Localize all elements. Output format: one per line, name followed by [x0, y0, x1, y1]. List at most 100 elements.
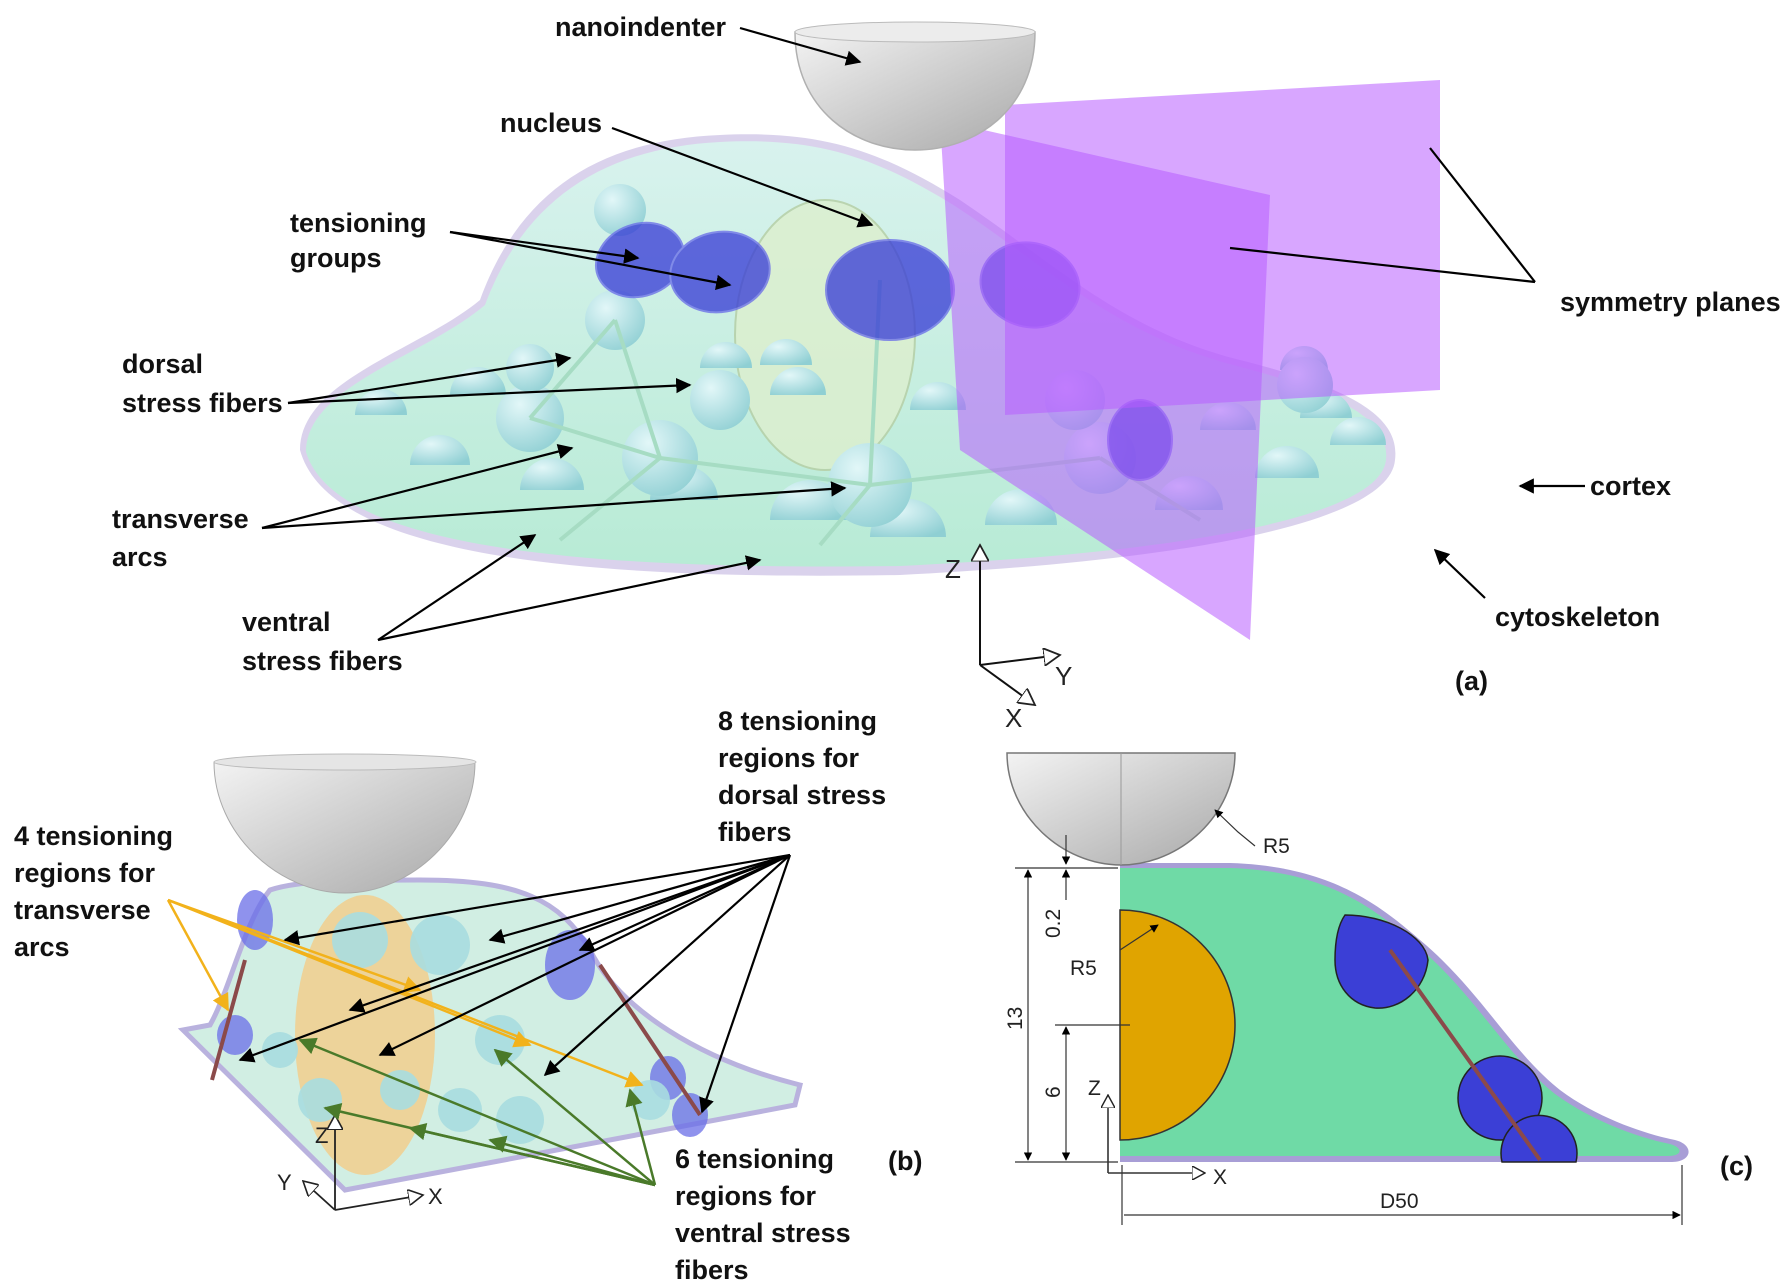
- cap: [910, 382, 966, 410]
- fiber: [659, 456, 871, 487]
- nanoindenter-c: [1006, 752, 1236, 866]
- leader: [449, 230, 732, 290]
- panel-a: Z Y X nanoindenter nucleus tensioning gr…: [112, 12, 1781, 733]
- y-axis: [979, 655, 1060, 666]
- arrow: [543, 854, 791, 1077]
- label-transverse-line2: arcs: [112, 542, 168, 572]
- arrow: [238, 853, 791, 1063]
- dim-diameter: D50: [1380, 1190, 1419, 1213]
- x-axis: [334, 1195, 423, 1211]
- axis-y-label: Y: [1055, 661, 1072, 691]
- axis-y-label-b: Y: [277, 1170, 292, 1195]
- nanoindenter-top: [794, 21, 1036, 43]
- axis-x-label-b: X: [428, 1184, 443, 1209]
- nanoindenter-top: [213, 753, 477, 771]
- leader: [287, 377, 692, 405]
- cap: [1255, 446, 1319, 478]
- fiber: [529, 416, 661, 460]
- arrow: [408, 1123, 656, 1187]
- note-transverse-line3: transverse: [14, 895, 151, 925]
- arrow: [488, 1135, 656, 1187]
- dim-height: 13: [1004, 1007, 1027, 1030]
- arrow: [699, 854, 792, 1114]
- fiber: [613, 319, 662, 459]
- tension-disc: [545, 930, 595, 1000]
- label-nucleus: nucleus: [500, 108, 602, 138]
- axis-x-label: X: [1005, 703, 1022, 733]
- tension-disc: [825, 239, 955, 341]
- label-transverse-line1: transverse: [112, 504, 249, 534]
- cap: [520, 458, 584, 490]
- fiber: [558, 456, 662, 542]
- axis-z-label-b: Z: [315, 1123, 328, 1148]
- arrow: [378, 854, 791, 1056]
- caps-b: [262, 912, 670, 1144]
- dim-r5-indenter: R5: [1263, 835, 1290, 858]
- tension-disc: [672, 1093, 708, 1137]
- stress-fibers: [528, 279, 1202, 547]
- note-ventral-line4: fibers: [675, 1255, 749, 1285]
- fibers-b: [210, 959, 702, 1117]
- arrow: [578, 853, 791, 952]
- nanoindenter-body: [794, 31, 1036, 151]
- dimensions: [1015, 809, 1683, 1225]
- fiber-c: [1388, 948, 1542, 1162]
- label-nanoindenter: nanoindenter: [555, 12, 726, 42]
- arrows-ventral: [298, 1037, 657, 1187]
- dim-gap: 0.2: [1042, 909, 1065, 938]
- arrow: [493, 1048, 656, 1186]
- note-dorsal-line4: fibers: [718, 817, 792, 847]
- fiber: [528, 318, 617, 420]
- x-axis: [979, 664, 1035, 705]
- tension-disc: [669, 230, 771, 314]
- fiber: [210, 959, 247, 1081]
- note-dorsal-line2: regions for: [718, 743, 860, 773]
- label-dorsal-line2: stress fibers: [122, 388, 283, 418]
- panel-c: R5 R5 0.2 13 6 D50 Z X (c): [1004, 752, 1753, 1225]
- leader: [377, 555, 762, 642]
- label-tensioning-line2: groups: [290, 243, 382, 273]
- label-cortex: cortex: [1590, 471, 1671, 501]
- cap: [770, 367, 826, 395]
- nanoindenter-body: [213, 761, 476, 894]
- leader: [287, 352, 572, 405]
- sphere: [690, 370, 750, 430]
- arrow: [298, 1037, 656, 1187]
- arrow: [348, 853, 791, 1013]
- leader: [1429, 147, 1536, 283]
- leader: [611, 126, 874, 228]
- leader: [261, 444, 574, 530]
- sphere: [410, 915, 470, 975]
- leader: [449, 230, 640, 264]
- nanoindenter-3d: [794, 21, 1036, 151]
- panel-b-label: (b): [888, 1146, 922, 1176]
- label-ventral-line2: stress fibers: [242, 646, 403, 676]
- cap: [1330, 417, 1386, 445]
- leader: [1433, 548, 1486, 599]
- axes-triad-a: [980, 545, 1060, 705]
- leader: [261, 481, 847, 530]
- axis-z-label-c: Z: [1088, 1077, 1101, 1100]
- sphere: [438, 1088, 482, 1132]
- label-cytoskeleton: cytoskeleton: [1495, 602, 1660, 632]
- symmetry-planes: [940, 80, 1440, 640]
- label-tensioning-line1: tensioning: [290, 208, 427, 238]
- label-ventral-line1: ventral: [242, 607, 331, 637]
- arrow: [283, 853, 791, 946]
- tension-disc: [594, 221, 686, 299]
- sphere: [506, 344, 554, 392]
- tension-disc: [1334, 914, 1429, 1009]
- y-axis: [303, 1181, 336, 1211]
- dim-nucleus-center: 6: [1042, 1086, 1065, 1098]
- cap: [355, 389, 407, 415]
- leaders-a: [261, 26, 1585, 642]
- sphere: [594, 184, 646, 236]
- fiber: [818, 483, 872, 547]
- sphere: [380, 1070, 420, 1110]
- arrow: [625, 1088, 657, 1186]
- leader: [739, 26, 862, 66]
- nucleus-c: [1119, 909, 1236, 1141]
- arrow: [488, 853, 791, 944]
- symmetry-plane-front: [940, 120, 1270, 640]
